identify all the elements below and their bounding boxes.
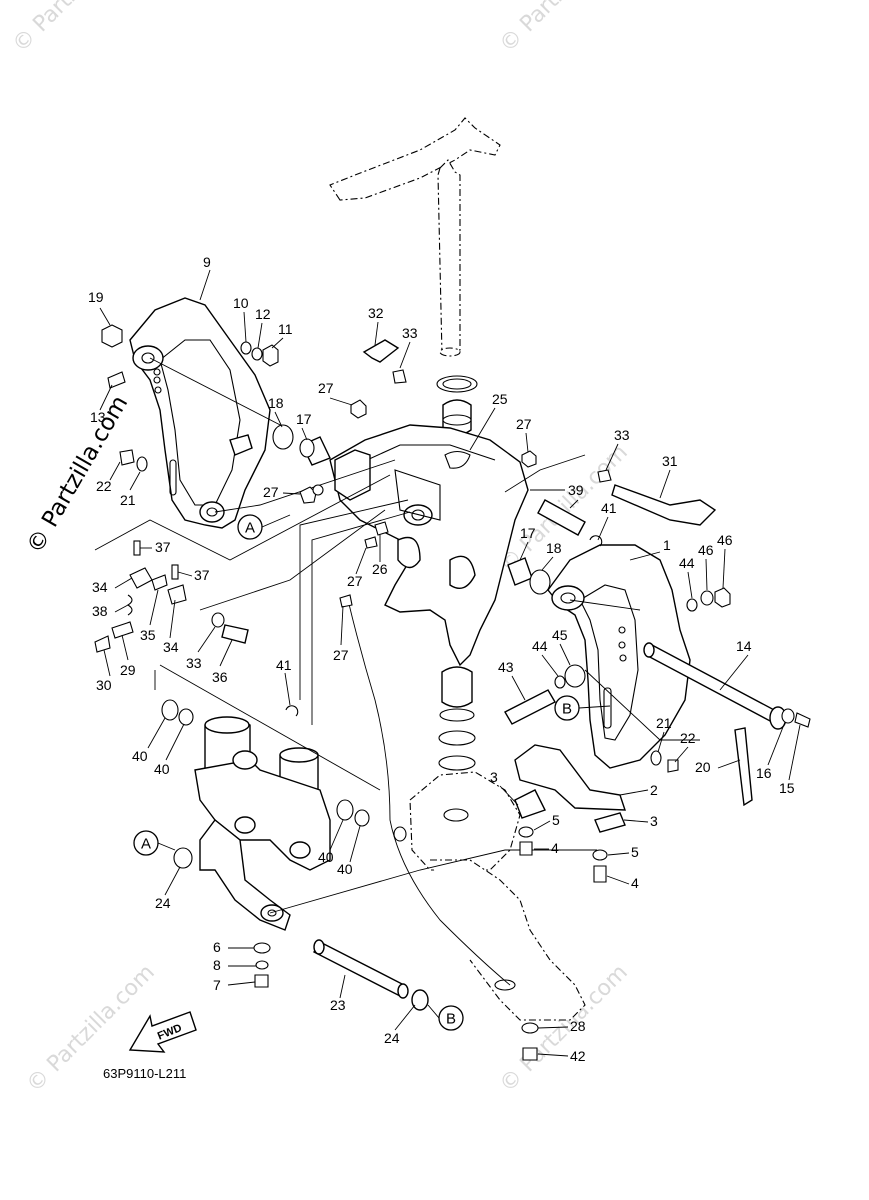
callout-8: 8 (213, 957, 221, 973)
callout-5-a: 5 (552, 812, 560, 828)
drawing-code: 63P9110-L211 (103, 1066, 187, 1081)
callout-1: 1 (663, 537, 671, 553)
callout-27-c: 27 (263, 484, 279, 500)
callout-41-left: 41 (276, 657, 292, 673)
callout-36: 36 (212, 669, 228, 685)
ref-b-lower-label: B (446, 1011, 456, 1028)
callout-26: 26 (372, 561, 388, 577)
callout-25: 25 (492, 391, 508, 407)
callout-18-left: 18 (268, 395, 284, 411)
callout-40-a: 40 (132, 748, 148, 764)
callout-46-b: 46 (717, 532, 733, 548)
callout-4-a: 4 (551, 840, 559, 856)
callout-18-right: 18 (546, 540, 562, 556)
callout-22-left: 22 (96, 478, 112, 494)
callout-21-right: 21 (656, 715, 672, 731)
callout-11: 11 (278, 321, 293, 337)
reference-marker-b-lower: B (438, 1005, 464, 1031)
left-clamp-bracket (129, 297, 271, 529)
callout-46-a: 46 (698, 542, 714, 558)
callout-21-left: 21 (120, 492, 136, 508)
callout-34-b: 34 (163, 639, 179, 655)
callout-35: 35 (140, 627, 156, 643)
callout-5-b: 5 (631, 844, 639, 860)
lower-bushing-stack (438, 666, 476, 771)
callout-45: 45 (552, 627, 568, 643)
steering-handle-ghost (329, 117, 501, 357)
callout-24-top: 24 (155, 895, 171, 911)
callout-33-top: 33 (402, 325, 418, 341)
callout-31: 31 (662, 453, 678, 469)
callout-40-c: 40 (318, 849, 334, 865)
callout-20: 20 (695, 759, 711, 775)
callout-38: 38 (92, 603, 108, 619)
callout-33-right: 33 (614, 427, 630, 443)
callout-9: 9 (203, 254, 211, 270)
power-trim-tilt-unit (194, 716, 331, 931)
callout-30: 30 (96, 677, 112, 693)
callout-43: 43 (498, 659, 514, 675)
callout-28: 28 (570, 1018, 586, 1034)
callout-40-b: 40 (154, 761, 170, 777)
callout-13: 13 (90, 409, 106, 425)
callout-22-right: 22 (680, 730, 696, 746)
callout-32: 32 (368, 305, 384, 321)
callout-2: 2 (650, 782, 658, 798)
callout-17-right: 17 (520, 525, 536, 541)
ref-b-upper-label: B (562, 701, 572, 718)
callout-7: 7 (213, 977, 221, 993)
callout-4-b: 4 (631, 875, 639, 891)
callout-33-lower: 33 (186, 655, 202, 671)
ref-a-upper-label: A (245, 520, 255, 537)
callout-40-d: 40 (337, 861, 353, 877)
tilt-tube (643, 642, 787, 730)
reference-marker-a-upper: A (237, 514, 263, 540)
callout-44-top: 44 (679, 555, 695, 571)
ref-a-lower-label: A (141, 836, 151, 853)
callout-44-mid: 44 (532, 638, 548, 654)
callout-3-b: 3 (650, 813, 658, 829)
callout-10: 10 (233, 295, 249, 311)
callout-27-a: 27 (318, 380, 334, 396)
callout-27-e: 27 (333, 647, 349, 663)
lower-mount-housing-ghost (409, 771, 586, 1021)
callout-3-a: 3 (490, 769, 498, 785)
callout-24-bottom: 24 (384, 1030, 400, 1046)
callout-29: 29 (120, 662, 136, 678)
callout-16: 16 (756, 765, 772, 781)
callout-15: 15 (779, 780, 795, 796)
reference-marker-a-lower: A (133, 830, 159, 856)
trim-rod (313, 939, 429, 1011)
reference-marker-b-upper: B (554, 695, 580, 721)
swivel-bracket (329, 424, 529, 667)
forward-direction-arrow: FWD (128, 1010, 198, 1065)
callout-numbers: 9 19 10 12 11 13 18 17 27 32 33 25 27 33… (88, 254, 795, 1064)
callout-19: 19 (88, 289, 104, 305)
callout-42: 42 (570, 1048, 586, 1064)
right-clamp-bracket (547, 544, 691, 769)
callout-14: 14 (736, 638, 752, 654)
callout-39: 39 (568, 482, 584, 498)
callout-12: 12 (255, 306, 271, 322)
small-hardware (94, 324, 811, 1061)
callout-leaders (99, 269, 801, 1057)
callout-6: 6 (213, 939, 221, 955)
callout-34-a: 34 (92, 579, 108, 595)
callout-27-b: 27 (516, 416, 532, 432)
callout-37-b: 37 (194, 567, 210, 583)
callout-27-d: 27 (347, 573, 363, 589)
callout-23: 23 (330, 997, 346, 1013)
callout-17-left: 17 (296, 411, 312, 427)
callout-37-a: 37 (155, 539, 171, 555)
callout-41-right: 41 (601, 500, 617, 516)
reference-lines (94, 357, 700, 986)
